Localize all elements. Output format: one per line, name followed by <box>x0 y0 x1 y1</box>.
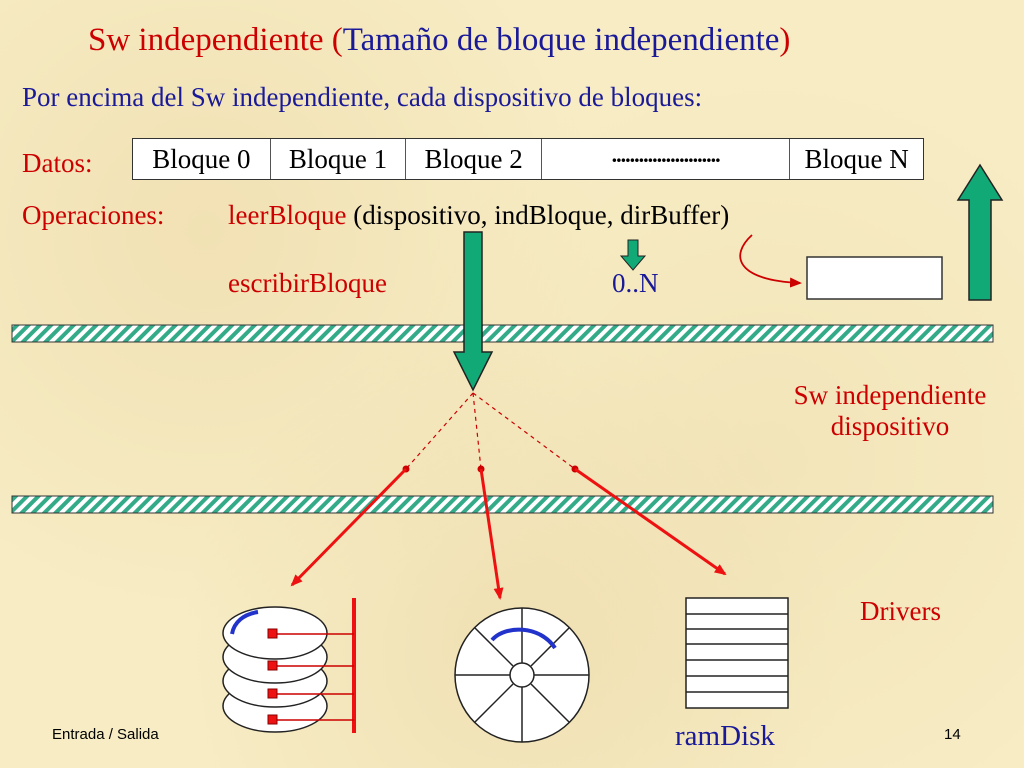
layer-bar-bottom <box>11 495 994 514</box>
driver-arrows <box>290 467 727 600</box>
optical-disc-icon <box>454 607 590 743</box>
down-arrow-icon <box>452 231 494 392</box>
block-cell-n: Bloque N <box>804 143 909 174</box>
up-arrow-icon <box>956 163 1004 301</box>
op-leer-bloque-args: (dispositivo, indBloque, dirBuffer) <box>346 200 730 230</box>
page-title: Sw independiente (Tamaño de bloque indep… <box>88 24 790 57</box>
op-leer-bloque-name: leerBloque <box>228 200 347 230</box>
sw-independiente-label: Sw independiente dispositivo <box>793 380 987 441</box>
buffer-box <box>806 256 943 300</box>
block-cell-ellipsis: ........................ <box>542 139 791 179</box>
title-inner: Tamaño de bloque independiente <box>342 22 780 58</box>
block-cell-1: Bloque 1 <box>271 139 407 179</box>
page-number: 14 <box>944 726 961 743</box>
drivers-label: Drivers <box>860 596 941 626</box>
subtitle: Por encima del Sw independiente, cada di… <box>22 82 703 112</box>
disk-stack-icon <box>222 598 356 733</box>
index-range: 0..N <box>612 268 659 298</box>
dispatch-dashes <box>405 392 576 470</box>
footer-course-title: Entrada / Salida <box>52 726 159 743</box>
datos-label: Datos: <box>22 148 93 178</box>
ramdisk-icon <box>685 597 789 709</box>
block-cell-0: Bloque 0 <box>133 139 271 179</box>
small-down-arrow-icon <box>619 239 647 271</box>
title-paren-close: ) <box>779 22 791 58</box>
op-leer-bloque: leerBloque (dispositivo, indBloque, dirB… <box>228 202 729 229</box>
op-escribir-bloque: escribirBloque <box>228 268 387 298</box>
layer-bar-top <box>11 324 994 343</box>
block-cell-2: Bloque 2 <box>406 139 542 179</box>
buffer-pointer-arrow <box>739 234 802 288</box>
title-paren-open: ( <box>331 22 343 58</box>
title-main: Sw independiente <box>88 22 332 58</box>
operaciones-label: Operaciones: <box>22 200 165 230</box>
block-table: Bloque 0 Bloque 1 Bloque 2 .............… <box>132 138 924 180</box>
ramdisk-label: ramDisk <box>675 720 775 752</box>
